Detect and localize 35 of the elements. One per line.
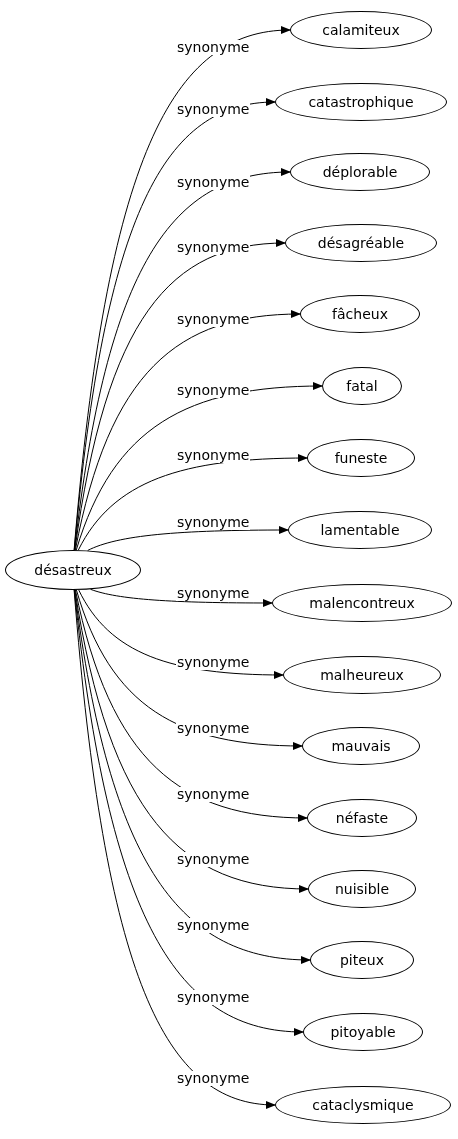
synonym-ellipse: pitoyable (303, 1013, 423, 1051)
synonym-ellipse: piteux (310, 941, 414, 979)
synonym-ellipse: cataclysmique (275, 1086, 451, 1124)
arrow (74, 310, 301, 551)
edge-label: synonyme (176, 720, 251, 736)
synonym-ellipse: désagréable (285, 224, 437, 262)
edge-label: synonyme (176, 175, 251, 191)
synonym-ellipse: fatal (322, 367, 402, 405)
arrow (74, 589, 309, 893)
synonym-ellipse: malheureux (283, 656, 441, 694)
edge-label: synonyme (176, 787, 251, 803)
synonym-ellipse: catastrophique (275, 83, 447, 121)
headword-ellipse: désastreux (5, 550, 141, 590)
arrow (77, 454, 308, 551)
edge-label: synonyme (176, 1070, 251, 1086)
synonym-ellipse: fâcheux (300, 295, 420, 333)
arrow (74, 589, 308, 822)
arrow (74, 239, 286, 551)
synonym-ellipse: néfaste (307, 799, 417, 837)
synonym-ellipse: malencontreux (272, 584, 452, 622)
synonym-ellipse: funeste (307, 439, 415, 477)
arrow (73, 589, 276, 1109)
edge-label: synonyme (176, 852, 251, 868)
arrow (74, 168, 291, 551)
edge-label: synonyme (176, 918, 251, 934)
edge-label: synonyme (176, 101, 251, 117)
synonym-ellipse: calamiteux (290, 11, 432, 49)
edge-label: synonyme (176, 989, 251, 1005)
synonym-ellipse: déplorable (290, 153, 430, 191)
synonym-ellipse: lamentable (288, 511, 432, 549)
arrow (75, 382, 323, 551)
synonym-ellipse: mauvais (302, 727, 420, 765)
edge-label: synonyme (176, 40, 251, 56)
arrow (87, 526, 289, 551)
synonym-ellipse: nuisible (308, 870, 416, 908)
